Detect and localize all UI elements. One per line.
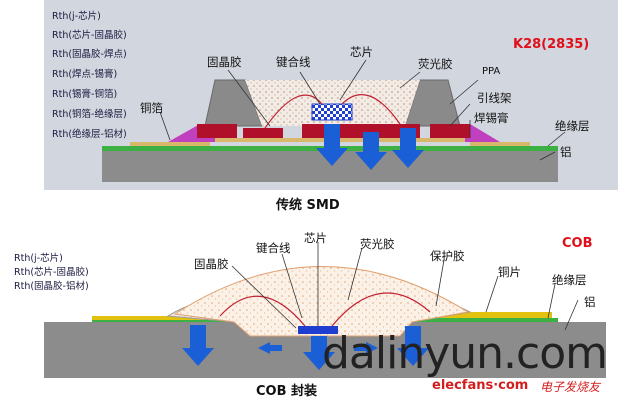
smd-rth-4: Rth(焊点-锡膏) bbox=[52, 69, 118, 80]
smd-copper-foil bbox=[130, 142, 210, 146]
cob-label-bond-wire: 键合线 bbox=[256, 241, 291, 255]
cob-bond-wire-right bbox=[331, 292, 431, 327]
cob-chip bbox=[298, 326, 338, 334]
watermark-dalinyun: dalinyun.com bbox=[322, 328, 608, 379]
cob-copper-right bbox=[412, 312, 552, 318]
cob-label-phosphor: 荧光胶 bbox=[360, 237, 395, 251]
smd-lead-frame-pad1 bbox=[243, 128, 283, 138]
smd-label-lead-frame: 引线架 bbox=[477, 91, 512, 105]
cob-heat-arrows bbox=[182, 325, 429, 370]
smd-rth-2: Rth(芯片-固晶胶) bbox=[52, 30, 127, 41]
cob-rth-2: Rth(芯片-固晶胶) bbox=[14, 267, 89, 278]
cob-phosphor-dome bbox=[173, 266, 470, 337]
cob-copper-left bbox=[92, 316, 232, 320]
cob-bond-wire-left bbox=[219, 295, 306, 327]
watermark-elecfans-cn: 电子发烧友 bbox=[540, 380, 601, 394]
watermark-elecfans: elecfans·com bbox=[432, 378, 529, 393]
smd-label-bond-wire: 键合线 bbox=[276, 55, 311, 69]
cob-rth-1: Rth(j-芯片) bbox=[14, 253, 63, 264]
smd-label-phosphor: 荧光胶 bbox=[418, 57, 453, 71]
cob-model-badge: COB bbox=[562, 236, 593, 251]
smd-phosphor-fill bbox=[245, 80, 420, 126]
cob-label-protect: 保护胶 bbox=[430, 249, 465, 263]
cob-label-aluminum: 铝 bbox=[584, 295, 596, 309]
smd-rth-7: Rth(绝缘层-铝材) bbox=[52, 129, 127, 140]
cob-green-left bbox=[92, 320, 232, 322]
smd-chip bbox=[311, 103, 353, 121]
cob-leader-lines bbox=[231, 242, 579, 331]
cob-label-insulation: 绝缘层 bbox=[552, 273, 587, 287]
cob-caption: COB 封装 bbox=[256, 384, 318, 399]
smd-rth-3: Rth(固晶胶-焊点) bbox=[52, 49, 127, 60]
smd-lead-frame-right bbox=[430, 124, 470, 138]
smd-label-solder-paste: 焊锡膏 bbox=[474, 111, 509, 125]
smd-rth-1: Rth(j-芯片) bbox=[52, 11, 101, 22]
smd-copper-foil-right bbox=[470, 142, 530, 146]
smd-rth-5: Rth(锡膏-铜箔) bbox=[52, 89, 118, 100]
smd-lead-frame-left bbox=[197, 124, 237, 138]
cob-rth-3: Rth(固晶胶-铝材) bbox=[14, 281, 89, 292]
cob-green-right bbox=[412, 318, 558, 322]
smd-label-insulation: 绝缘层 bbox=[555, 119, 590, 133]
cob-label-die-attach: 固晶胶 bbox=[194, 257, 229, 271]
smd-label-die-attach: 固晶胶 bbox=[207, 55, 242, 69]
smd-caption: 传统 SMD bbox=[276, 198, 340, 213]
smd-rth-6: Rth(铜箔-绝缘层) bbox=[52, 109, 127, 120]
cob-label-chip: 芯片 bbox=[304, 231, 327, 245]
smd-bond-wire-right bbox=[341, 94, 401, 125]
smd-model-badge: K28(2835) bbox=[513, 37, 590, 52]
cob-label-copper: 铜片 bbox=[498, 265, 521, 279]
smd-label-aluminum: 铝 bbox=[560, 145, 572, 159]
smd-heat-arrows bbox=[316, 124, 424, 170]
smd-label-copper-foil: 铜箔 bbox=[140, 101, 163, 115]
smd-label-ppa: PPA bbox=[482, 66, 501, 77]
smd-label-chip: 芯片 bbox=[350, 45, 373, 59]
smd-leader-lines bbox=[159, 59, 566, 161]
